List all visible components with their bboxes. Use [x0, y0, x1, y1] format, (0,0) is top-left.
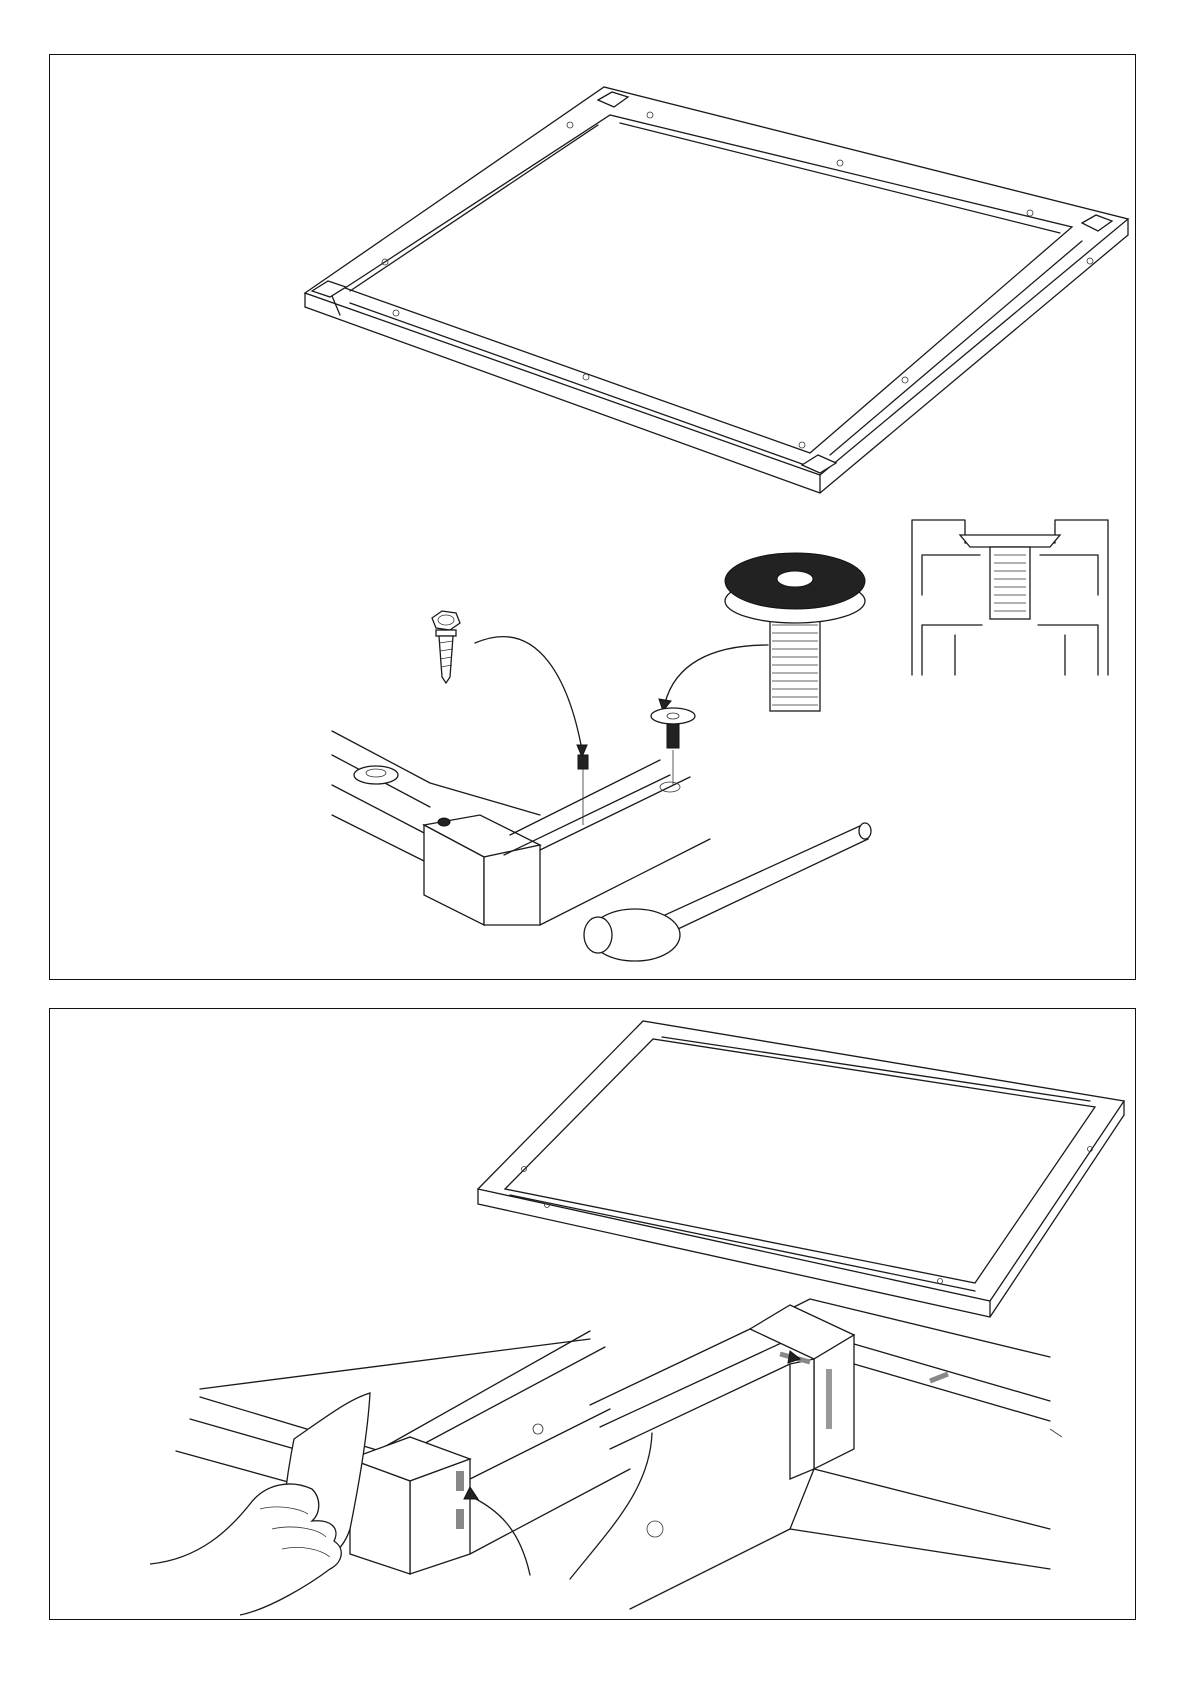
- frame-assembled-2: [478, 1021, 1124, 1317]
- bottom-instruction-panel: [49, 1008, 1136, 1620]
- hex-screw-icon: [432, 611, 460, 683]
- foot-cross-section: [912, 520, 1108, 675]
- curved-arrow-icon: [464, 1433, 652, 1579]
- top-instruction-panel: [49, 54, 1136, 980]
- frame-assembled: [305, 87, 1128, 493]
- hand-cloth-icon: [150, 1393, 370, 1615]
- bottom-panel-illustration: [50, 1009, 1137, 1621]
- curved-arrow-icon: [475, 637, 768, 757]
- corner-sealant-detail: [590, 1299, 1062, 1609]
- corner-screw-assembly: [332, 708, 710, 925]
- threaded-foot: [725, 553, 865, 711]
- mallet-icon: [584, 823, 871, 961]
- top-panel-illustration: [50, 55, 1137, 981]
